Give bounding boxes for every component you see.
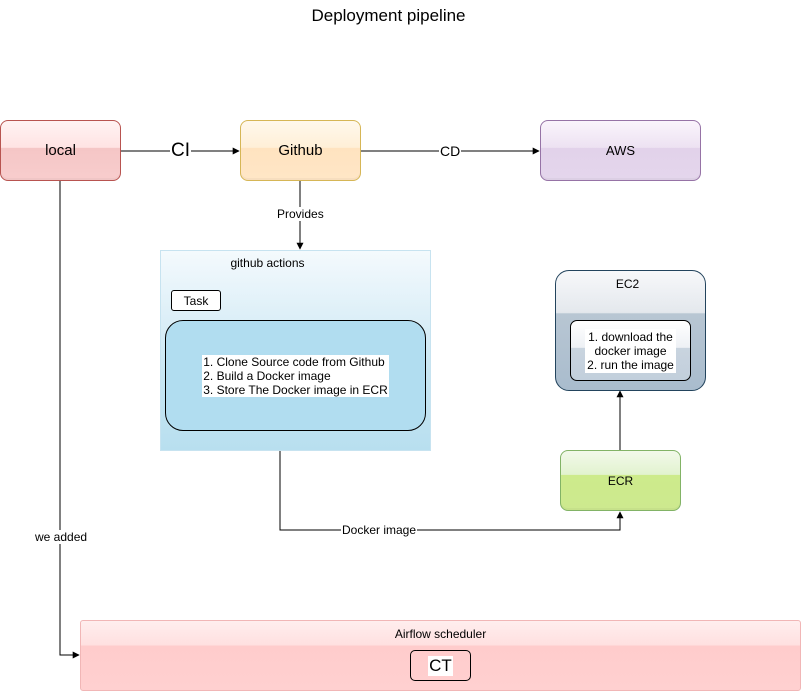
step-3: 3. Store The Docker image in ECR (203, 382, 388, 397)
edge-docker-image-label: Docker image (341, 523, 418, 537)
ec2-steps-node[interactable]: 1. download the docker image 2. run the … (570, 320, 691, 381)
step-2: 2. Build a Docker image (203, 368, 331, 383)
ecr-node[interactable]: ECR (560, 450, 681, 511)
aws-node[interactable]: AWS (540, 120, 701, 181)
ec2-step-2: 2. run the image (587, 357, 674, 372)
local-node[interactable]: local (0, 120, 121, 181)
edge-we-added (59, 181, 80, 659)
aws-label: AWS (605, 143, 636, 158)
github-label: Github (278, 142, 323, 159)
edge-we-added-label: we added (34, 530, 89, 544)
ct-label: CT (428, 655, 453, 676)
step-1: 1. Clone Source code from Github (203, 354, 385, 369)
task-steps-node[interactable]: 1. Clone Source code from Github 2. Buil… (165, 320, 426, 431)
edge-docker-image (279, 451, 624, 531)
local-label: local (45, 142, 76, 159)
github-actions-label: github actions (230, 256, 305, 270)
ec2-step-1b: docker image (594, 343, 667, 358)
edge-cd-label: CD (439, 143, 462, 159)
ec2-steps-text: 1. download the docker image 2. run the … (585, 328, 676, 373)
ec2-step-1a: 1. download the (588, 329, 673, 344)
task-node[interactable]: Task (171, 290, 221, 311)
github-node[interactable]: Github (240, 120, 361, 181)
task-steps-text: 1. Clone Source code from Github 2. Buil… (202, 354, 389, 397)
airflow-scheduler-label: Airflow scheduler (394, 627, 487, 641)
diagram-title: Deployment pipeline (311, 6, 466, 25)
ec2-label: EC2 (615, 277, 640, 291)
ct-node[interactable]: CT (410, 650, 471, 681)
edge-provides-label: Provides (276, 207, 325, 221)
task-label: Task (183, 293, 209, 308)
ecr-label: ECR (607, 473, 634, 488)
edge-ci-label: CI (170, 140, 191, 161)
